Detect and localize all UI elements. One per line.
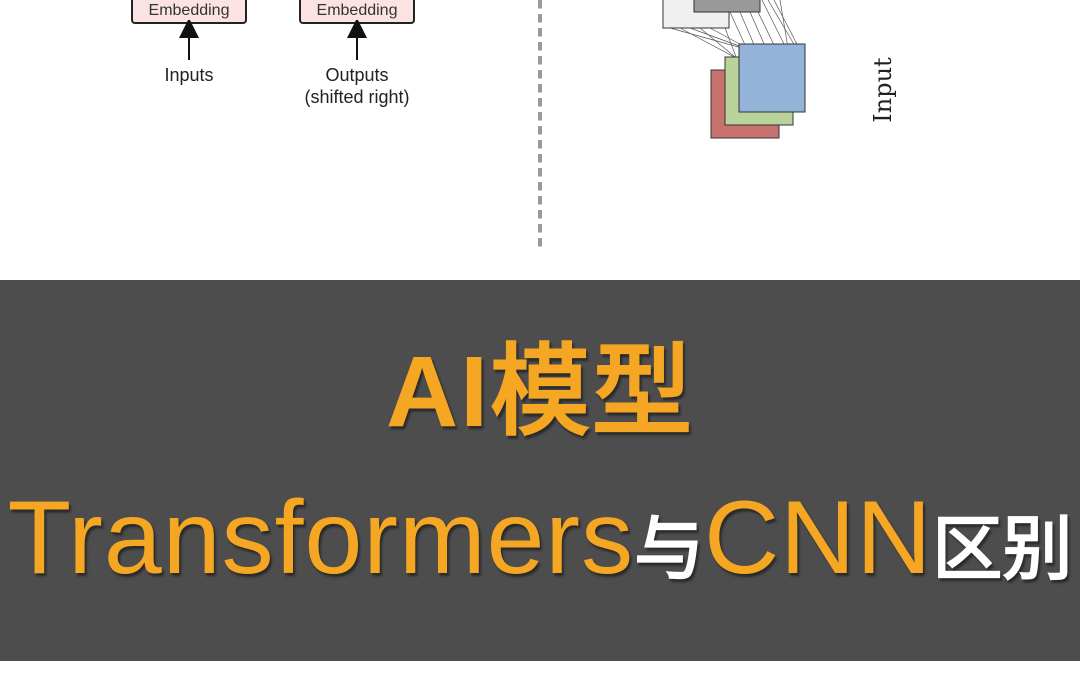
title-transformers: Transformers	[7, 480, 635, 596]
title-line-2: Transformers与CNN区别	[0, 478, 1080, 629]
cnn-diagram	[662, 0, 806, 139]
title-yu: 与	[634, 510, 705, 588]
input-embedding-label: Embedding	[148, 2, 230, 19]
transformer-arrows	[179, 20, 367, 60]
output-embedding-box: Embedding	[299, 0, 415, 24]
dashed-divider	[538, 0, 542, 252]
title-banner	[0, 280, 1080, 661]
title-cnn: CNN	[704, 480, 933, 596]
outputs-label: Outputs (shifted right)	[286, 64, 428, 108]
title-qubie: 区别	[932, 510, 1073, 588]
output-embedding-label: Embedding	[316, 2, 398, 19]
outputs-label-line2: (shifted right)	[304, 87, 410, 107]
title-line-1: AI模型	[386, 336, 694, 448]
cnn-upper-layer-front	[693, 0, 761, 13]
bottom-strip	[0, 661, 1080, 675]
cnn-layer-blue	[738, 43, 806, 113]
outputs-label-line1: Outputs	[325, 65, 389, 85]
inputs-label: Inputs	[164, 65, 214, 85]
cnn-input-label: Input	[869, 57, 897, 123]
diagram-area: Embedding Embedding Inputs Outputs (shif…	[0, 0, 1080, 280]
